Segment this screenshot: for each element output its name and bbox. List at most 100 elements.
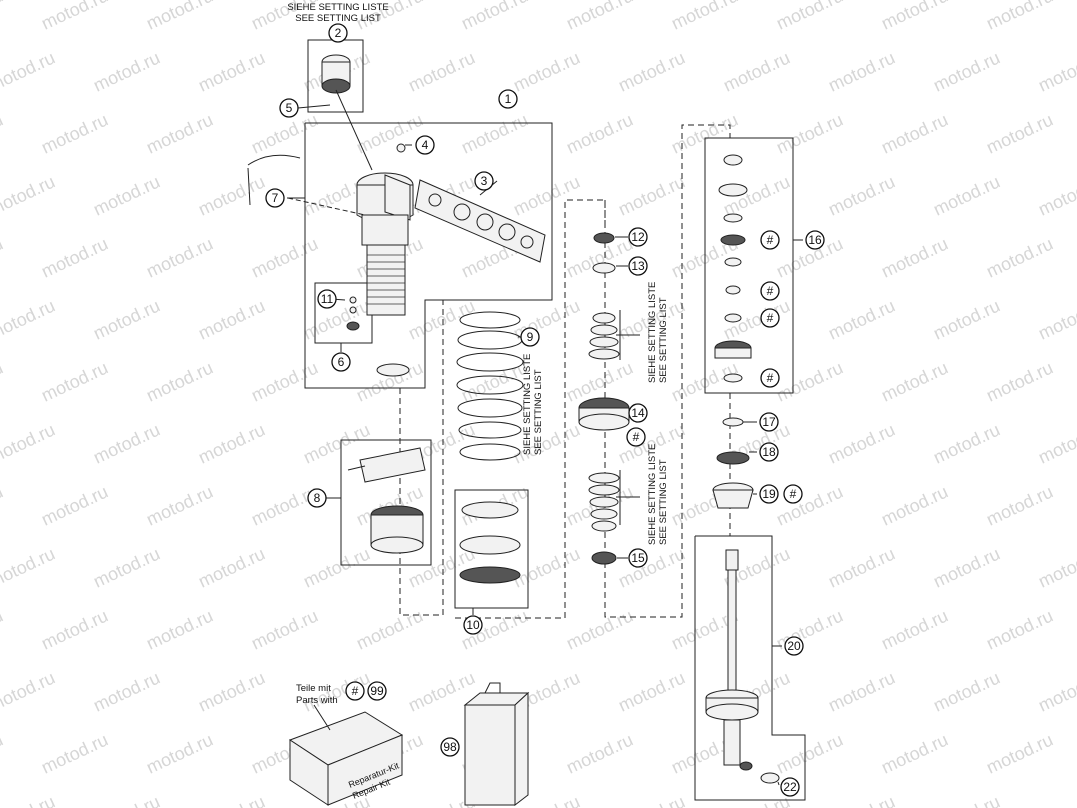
svg-text:#: #: [767, 284, 774, 298]
callout-19: 19: [759, 484, 779, 504]
watermark-text: motod.ru: [983, 233, 1056, 281]
watermark-text: motod.ru: [825, 791, 898, 808]
watermark-text: motod.ru: [195, 543, 268, 591]
callout-hash-16b: #: [760, 281, 780, 301]
svg-text:#: #: [790, 487, 797, 501]
watermark-text: motod.ru: [195, 171, 268, 219]
watermark-text: motod.ru: [143, 357, 216, 405]
callout-99: 99: [367, 681, 387, 701]
watermark-text: motod.ru: [773, 357, 846, 405]
watermark-text: motod.ru: [1035, 295, 1077, 343]
watermark-text: motod.ru: [143, 605, 216, 653]
setting-note-spring-en: SEE SETTING LIST: [533, 369, 544, 455]
watermark-text: motod.ru: [0, 791, 58, 808]
watermark-text: motod.ru: [458, 109, 531, 157]
watermark-text: motod.ru: [615, 171, 688, 219]
watermark-text: motod.ru: [773, 729, 846, 777]
watermark-text: motod.ru: [825, 295, 898, 343]
callout-hash-16d: #: [760, 368, 780, 388]
svg-text:1: 1: [505, 92, 512, 106]
callout-13: 13: [628, 256, 648, 276]
watermark-text: motod.ru: [0, 0, 6, 34]
small-parts-11: [346, 296, 410, 377]
callout-15: 15: [628, 548, 648, 568]
watermark-text: motod.ru: [510, 543, 583, 591]
svg-text:7: 7: [272, 191, 279, 205]
callout-9: 9: [520, 327, 540, 347]
watermark-text: motod.ru: [563, 109, 636, 157]
repair-kit-box: [288, 704, 404, 806]
watermark-text: motod.ru: [38, 729, 111, 777]
watermark-text: motod.ru: [825, 419, 898, 467]
watermark-text: motod.ru: [615, 47, 688, 95]
watermark-text: motod.ru: [825, 171, 898, 219]
watermark-text: motod.ru: [195, 47, 268, 95]
watermark-text: motod.ru: [90, 791, 163, 808]
watermark-text: motod.ru: [248, 233, 321, 281]
setting-note-top-de: SIEHE SETTING LISTE: [287, 2, 388, 13]
watermark-text: motod.ru: [0, 295, 58, 343]
kit-note-de: Teile mit: [296, 683, 331, 694]
watermark-text: motod.ru: [0, 481, 6, 529]
svg-text:99: 99: [370, 684, 384, 698]
callout-4: 4: [415, 135, 435, 155]
watermark-text: motod.ru: [405, 47, 478, 95]
watermark-text: motod.ru: [930, 419, 1003, 467]
watermark-text: motod.ru: [563, 729, 636, 777]
piston-shims-parts: [578, 232, 630, 565]
watermark-text: motod.ru: [405, 295, 478, 343]
callout-hash-14: #: [626, 427, 646, 447]
watermark-text: motod.ru: [195, 791, 268, 808]
watermark-text: motod.ru: [0, 47, 58, 95]
watermark-text: motod.ru: [0, 419, 58, 467]
svg-text:98: 98: [443, 740, 457, 754]
watermark-text: motod.ru: [90, 419, 163, 467]
watermark-text: motod.ru: [878, 357, 951, 405]
watermark-text: motod.ru: [773, 109, 846, 157]
svg-text:#: #: [767, 371, 774, 385]
spring-seat-part-10: [459, 501, 521, 584]
watermark-text: motod.ru: [930, 47, 1003, 95]
watermark-text: motod.ru: [615, 667, 688, 715]
assembly-frames: [304, 39, 806, 801]
watermark-text: motod.ru: [300, 295, 373, 343]
watermark-text: motod.ru: [773, 0, 846, 34]
seal-strip-part: [414, 179, 546, 263]
compression-stack-parts-16: [712, 154, 754, 509]
watermark-text: motod.ru: [825, 667, 898, 715]
svg-text:10: 10: [466, 618, 480, 632]
watermark-text: motod.ru: [983, 729, 1056, 777]
svg-text:13: 13: [631, 259, 645, 273]
watermark-text: motod.ru: [615, 543, 688, 591]
callout-hash-16a: #: [760, 230, 780, 250]
svg-text:18: 18: [762, 445, 776, 459]
watermark-text: motod.ru: [930, 295, 1003, 343]
watermark-text: motod.ru: [90, 295, 163, 343]
watermark-text: motod.ru: [90, 667, 163, 715]
watermark-text: motod.ru: [0, 543, 58, 591]
piston-rod-part-20: [705, 549, 780, 784]
watermark-text: motod.ru: [0, 667, 58, 715]
svg-text:6: 6: [338, 355, 345, 369]
watermark-text: motod.ru: [38, 0, 111, 34]
watermark-text: motod.ru: [1035, 171, 1077, 219]
watermark-text: motod.ru: [615, 791, 688, 808]
watermark-text: motod.ru: [563, 0, 636, 34]
watermark-text: motod.ru: [1035, 667, 1077, 715]
svg-text:11: 11: [321, 292, 334, 306]
kit-note-en: Parts with: [296, 695, 338, 706]
watermark-text: motod.ru: [90, 171, 163, 219]
watermark-text: motod.ru: [248, 357, 321, 405]
watermark-text: motod.ru: [878, 0, 951, 34]
svg-text:#: #: [352, 684, 359, 698]
callout-1: 1: [498, 89, 518, 109]
watermark-text: motod.ru: [90, 543, 163, 591]
watermark-text: motod.ru: [983, 481, 1056, 529]
svg-text:15: 15: [631, 551, 645, 565]
setting-note-lower-de: SIEHE SETTING LISTE: [647, 444, 658, 545]
watermark-text: motod.ru: [668, 0, 741, 34]
setting-note-spring-de: SIEHE SETTING LISTE: [522, 354, 533, 455]
callout-12: 12: [628, 227, 648, 247]
callout-hash-99: #: [345, 681, 365, 701]
